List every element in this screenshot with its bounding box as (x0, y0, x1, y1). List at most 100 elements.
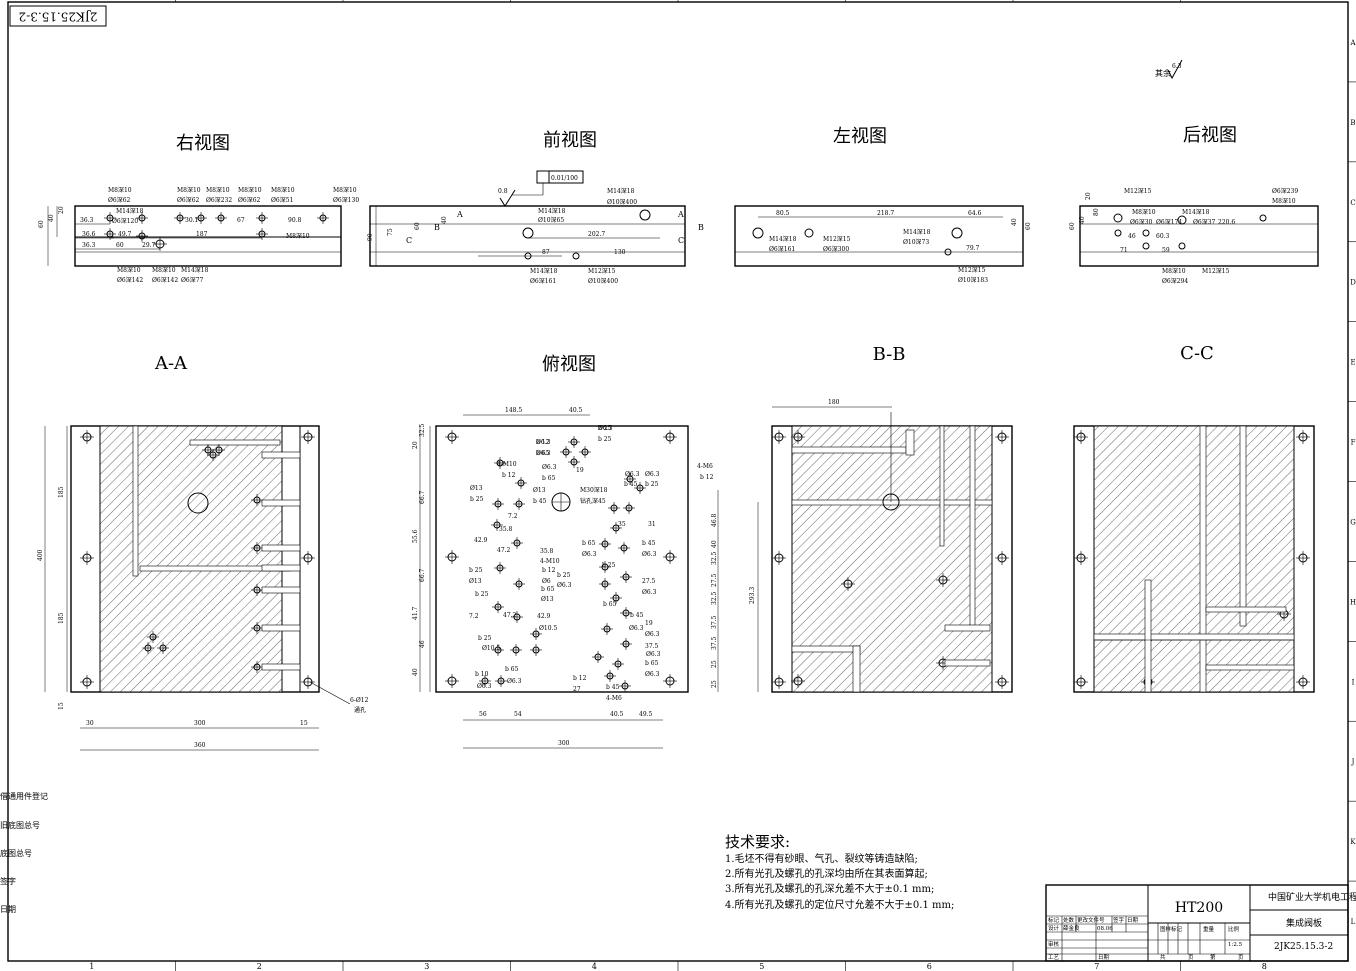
svg-text:底图总号: 底图总号 (0, 848, 32, 858)
dimension-label: b 25 (598, 425, 612, 432)
svg-text:标记: 标记 (1048, 916, 1060, 924)
channel (1205, 606, 1287, 613)
svg-text:借通用件登记: 借通用件登记 (0, 791, 48, 801)
channel (791, 446, 907, 454)
dimension-label: M8深10 (177, 186, 201, 194)
channel (939, 425, 945, 547)
dimension-label: Ø6.3 (582, 551, 597, 558)
dimension-label: 20 (412, 441, 419, 449)
dimension-label: 46.8 (711, 513, 718, 527)
dimension-label: Ø6.3 (645, 631, 660, 638)
svg-text:40.5: 40.5 (610, 711, 624, 718)
rear-view: 20 80 60 40 46 60.3 220.6 71 59 M12深15 Ø… (1069, 187, 1319, 285)
svg-text:M14深18: M14深18 (538, 207, 566, 215)
svg-text:40.5: 40.5 (569, 407, 583, 414)
svg-text:旧底图总号: 旧底图总号 (0, 820, 40, 830)
svg-text:130: 130 (614, 249, 626, 256)
svg-text:90.8: 90.8 (288, 217, 302, 224)
svg-text:M14深18: M14深18 (769, 235, 797, 243)
dimension-label: M14深18 (116, 207, 144, 215)
svg-text:30.1: 30.1 (185, 217, 198, 224)
dimension-label: 27.5 (711, 573, 718, 587)
svg-text:300: 300 (194, 720, 206, 727)
dimension-label: b 25 (469, 567, 483, 574)
dimension-label: M14深18 (181, 266, 209, 274)
grid-column-label: 1 (89, 962, 94, 971)
svg-text:B: B (698, 223, 704, 232)
dimension-label: b 12 (536, 439, 550, 446)
port-channel (261, 663, 301, 671)
svg-text:更改文件号: 更改文件号 (1077, 916, 1105, 924)
svg-text:80.5: 80.5 (776, 210, 790, 217)
svg-text:185: 185 (58, 612, 65, 624)
dimension-label: b 25 (602, 562, 616, 569)
dimension-label: M8深10 (117, 266, 141, 274)
dimension-label: Ø6深62 (108, 196, 131, 204)
dimension-label: Ø6.3 (625, 471, 640, 478)
dimension-label: Ø6.3 (536, 439, 551, 446)
dimension-label: Ø6.3 (642, 551, 657, 558)
svg-text:2JK25.15.3-2: 2JK25.15.3-2 (19, 10, 98, 24)
section-cc (1073, 425, 1315, 693)
channel (189, 439, 281, 446)
dimension-label: 7.2 (469, 613, 479, 620)
dimension-label: Ø10.5 (539, 625, 557, 632)
dimension-label: Ø13 (533, 487, 546, 494)
grid-column-label: 6 (927, 962, 932, 971)
dimension-label: 4-M10 (497, 461, 517, 468)
dimension-label: b 65 (582, 540, 596, 547)
section-aa: 185 400 185 15 30 300 15 360 6-Ø12 通孔 (37, 425, 369, 751)
svg-text:187: 187 (196, 231, 208, 238)
dimension-label: b 45 (624, 481, 638, 488)
svg-text:页: 页 (1238, 954, 1244, 961)
dimension-label: M8深10 (238, 186, 262, 194)
dimension-label: 32.5 (711, 551, 718, 565)
svg-text:M12深15: M12深15 (823, 235, 851, 243)
channel (791, 645, 861, 653)
dimension-label: 7.2 (508, 513, 518, 520)
dimension-label: 25 (711, 660, 718, 668)
dimension-label: Ø6 (542, 578, 551, 585)
front-view: 90 75 60 40 202.7 87 130 0.01/100 0.8 A … (367, 170, 704, 285)
svg-text:中国矿业大学机电工程: 中国矿业大学机电工程 (1268, 891, 1356, 903)
svg-text:Ø6深300: Ø6深300 (823, 245, 849, 253)
svg-text:185: 185 (58, 486, 65, 498)
grid-row-label: K (1350, 838, 1356, 846)
svg-text:0.01/100: 0.01/100 (551, 175, 578, 182)
svg-text:87: 87 (542, 249, 550, 256)
svg-text:20: 20 (1085, 192, 1092, 200)
svg-text:Ø10深65: Ø10深65 (538, 216, 564, 224)
svg-text:6-Ø12: 6-Ø12 (350, 697, 369, 704)
svg-text:60: 60 (38, 220, 45, 228)
svg-text:40: 40 (1079, 216, 1086, 224)
title-front-view: 前视图 (543, 130, 597, 151)
svg-text:71: 71 (1120, 247, 1128, 254)
channel (132, 425, 139, 577)
dimension-label: 37.5 (711, 615, 718, 629)
svg-text:M8深10: M8深10 (1272, 197, 1296, 205)
grid-row-label: A (1349, 39, 1356, 47)
dimension-label: Ø6.3 (477, 683, 492, 690)
dimension-label: 19 (645, 620, 653, 627)
dimension-label: b 25 (598, 436, 612, 443)
dimension-label: 27 (573, 686, 581, 693)
title-top-view: 俯视图 (542, 354, 596, 375)
svg-text:签字: 签字 (1113, 916, 1125, 924)
svg-text:0.8: 0.8 (498, 188, 508, 195)
svg-text:其余: 其余 (1155, 68, 1171, 78)
svg-text:40: 40 (48, 214, 55, 222)
svg-text:C: C (678, 236, 684, 245)
svg-text:36.3: 36.3 (82, 242, 96, 249)
svg-text:重量: 重量 (1203, 925, 1215, 933)
svg-text:300: 300 (558, 740, 570, 747)
dimension-label: Ø6深62 (238, 196, 261, 204)
svg-text:工艺: 工艺 (1048, 954, 1060, 961)
dimension-label: Ø6.3 (642, 589, 657, 596)
svg-text:220.6: 220.6 (1218, 219, 1235, 226)
grid-row-label: G (1350, 518, 1356, 526)
svg-text:40: 40 (441, 216, 448, 224)
dimension-label: Ø6.3 (542, 464, 557, 471)
svg-text:60: 60 (1069, 222, 1076, 230)
channel (1144, 579, 1152, 693)
